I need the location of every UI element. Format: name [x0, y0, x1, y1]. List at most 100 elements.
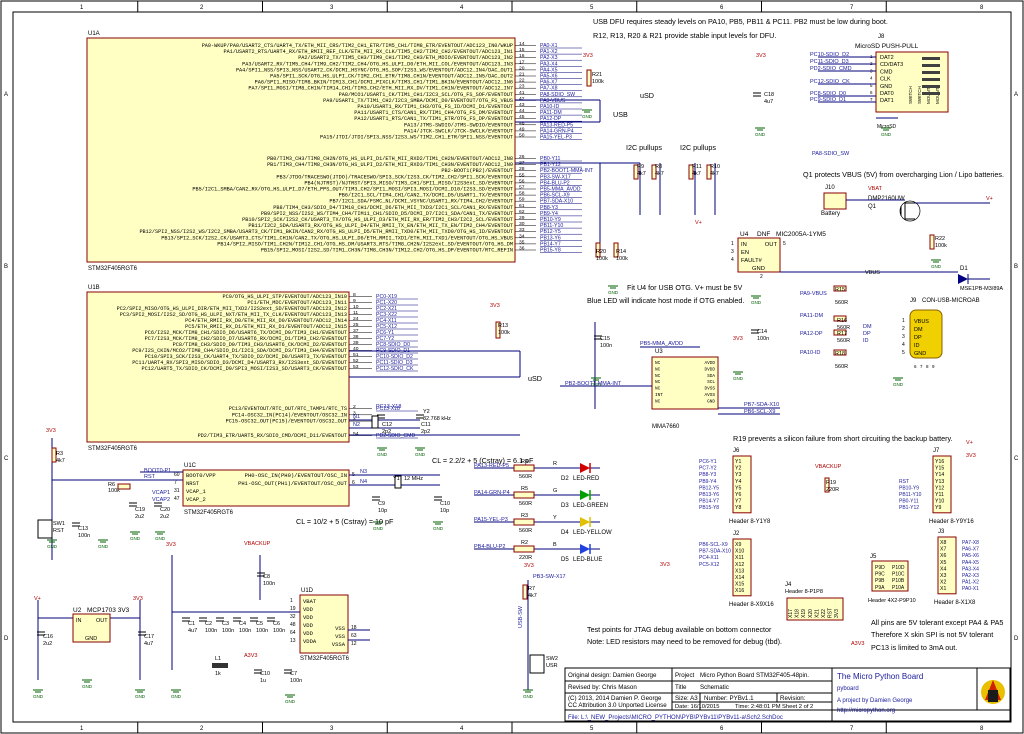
u1b-pin-fn: PC3/SPI2_MOSI/I2S2_SD/OTG_HS_ULPI_NXT/ET…: [120, 312, 347, 318]
note-r19: R19 prevents a silicon failure from shor…: [733, 434, 953, 443]
ground-label: GND: [155, 536, 166, 541]
resistor-body: [688, 164, 694, 180]
c12-label: C12: [382, 422, 392, 428]
misc-labels: 3V3 3V3 3V3 3V3 3V3 3V3 3V3 3V3 3V3 V+ V…: [34, 52, 993, 684]
u1b-pin-fn: PC13/EVENTOUT/RTC_OUT/RTC_TAMP1/RTC_TS: [229, 406, 347, 412]
j2-net: PC4-X11: [699, 555, 719, 561]
u1a-pin-net: PA9-VBUS: [540, 98, 566, 104]
u1d-part: STM32F405RGT6: [300, 656, 350, 662]
c15-value: 100n: [600, 343, 612, 349]
j6-net: PB15-Y8: [699, 505, 719, 511]
tb-designer: Original design: Damien George: [568, 672, 657, 679]
y2-label: Y2: [423, 409, 430, 415]
j8-side-pin: MOUNT: [935, 87, 940, 104]
r14-label: R14: [616, 249, 626, 255]
u4-pin-number: 1: [731, 241, 734, 247]
j6-part: Header 8-Y1Y8: [729, 519, 771, 525]
u3-pin-right: SCL: [707, 380, 715, 385]
u1d-pin-number: 19: [290, 606, 296, 612]
u1c-pin-fn: BOOT0/VPP: [186, 472, 216, 479]
j6-body: [732, 455, 752, 514]
a3v3-label-1: A3V3: [244, 653, 257, 659]
id-net: ID: [863, 338, 869, 344]
c18-label: C18: [764, 92, 774, 98]
n4-net: N4: [360, 479, 367, 485]
led-resistor-ref: R4: [521, 459, 528, 465]
frame-col-top-6: 6: [720, 5, 724, 11]
u1a-pin-number: 43: [519, 102, 525, 108]
j9-pin: ID: [914, 343, 920, 349]
j9-pin: DP: [914, 335, 922, 341]
led-letter: G: [553, 488, 557, 494]
r17-value: 560R: [837, 338, 850, 344]
j5-pin: P9B: [875, 578, 885, 584]
j6-net: PC7-Y2: [699, 466, 717, 472]
j8-pin: GND: [880, 84, 892, 90]
u1a-pin-fn: PA1/USART2_RTS/UART4_RX/ETH_RMII_REF_CLK…: [223, 49, 513, 55]
u1d-pin-number: 48: [290, 622, 296, 628]
u1a-pin-number: 30: [519, 221, 525, 227]
pb2-int-net: PB2-BOOT1-MMA-INT: [565, 381, 622, 387]
tb-date: Date: 16/10/2015: [675, 704, 719, 710]
j8-contact: [922, 85, 940, 88]
r6-label: R6: [108, 482, 115, 488]
r7-label: R7: [528, 586, 535, 592]
c17-value: 4u7: [144, 641, 153, 647]
u1a-pin-fn: PB0/TIM3_CH3/TIM8_CH2N/OTG_HS_ULPI_D1/ET…: [267, 156, 513, 162]
sw2-label: SW2: [546, 656, 558, 662]
led-ref: D4: [561, 530, 569, 536]
tb-title-label: Title: [675, 684, 687, 691]
v3v3-label-9: 3V3: [660, 562, 670, 568]
u1d-pin-fn: VDD: [303, 630, 314, 637]
j2-pin: X14: [735, 575, 744, 581]
resistor-body: [613, 242, 619, 258]
u1b-pin-net: PD2-SDIO_CMD: [376, 433, 415, 439]
u1b-pin-number: 25: [353, 322, 359, 328]
frame-col-top-3: 3: [330, 5, 334, 11]
u1a-pin-net: PA12-DP: [540, 116, 562, 122]
ground-label: GND: [755, 132, 766, 137]
tb-file: File: L:\_NEW_Projects\MICRO_PYTHON\PYB\…: [568, 715, 783, 721]
u1a-pin-fn: PA0-WKUP/PA0/USART2_CTS/UART4_TX/ETH_MII…: [202, 43, 513, 49]
j8-side-pin: SWITCH: [917, 86, 922, 104]
j9-pin: DM: [914, 327, 923, 333]
u1a-pin-fn: PB13/SPI2_SCK/I2S2_CK/USART3_CTS/TIM1_CH…: [161, 235, 513, 241]
u1b-pin-net: PC7-Y2: [376, 336, 394, 342]
j5-ref: J5: [870, 554, 877, 560]
j3-pin: X5: [940, 560, 946, 566]
led-name: LED-YELLOW: [573, 530, 612, 536]
u1a-pin-fn: PA6/SPI1_MISO/TIM8_BKIN/TIM13_CH1/DCMI_P…: [255, 80, 513, 86]
vplus-label-1: V+: [34, 596, 41, 602]
led-name: LED-BLUE: [573, 557, 602, 563]
tb-title: Schematic: [700, 684, 729, 691]
u1a-pin-number: 58: [519, 191, 525, 197]
u1b-pin-number: 51: [353, 352, 359, 358]
u1a-pin-net: PA5-X6: [540, 74, 558, 80]
switch-sw1: [37, 519, 53, 539]
j4-pin: X21: [814, 609, 820, 618]
j5-pin: P9C: [875, 572, 885, 578]
u1c-pin-fn-right: PH1-OSC_OUT(PH1)/EVENTOUT/OSC_OUT: [238, 480, 348, 487]
ground-label: GND: [377, 452, 388, 457]
u1b-pin-net: PC5-X12: [376, 324, 397, 330]
vcap2-net: VCAP2: [152, 497, 170, 503]
u1a-pin-fn: PB7/I2C1_SDA/FSMC_NL/DCMI_VSYNC/USART1_R…: [329, 199, 513, 205]
j9-ref: J9: [910, 298, 917, 304]
j9-part: CON-USB-MICROAB: [922, 298, 980, 304]
ground-label: GND: [433, 526, 444, 531]
j6-pin: Y1: [735, 459, 741, 465]
u1a-pin-fn: PA8/MCO1/USART1_CK/TIM1_CH1/I2C3_SCL/OTG…: [339, 92, 513, 98]
resistor-body: [929, 234, 935, 250]
note-i2c-pullups-2: I2C pullups: [680, 143, 716, 152]
frame-col-top-2: 2: [200, 5, 204, 11]
r13-label: R13: [498, 323, 508, 329]
frame-col-bottom-8: 8: [980, 726, 984, 732]
u3-pin-left: NC: [655, 380, 661, 385]
r18-value: 560R: [835, 364, 848, 370]
j8-contact: [922, 57, 940, 60]
c5-label: C5: [256, 621, 263, 627]
r3-label: R3: [56, 451, 63, 457]
j9-pin: GND: [914, 351, 926, 357]
j9-shield-pin: 7: [920, 364, 923, 369]
